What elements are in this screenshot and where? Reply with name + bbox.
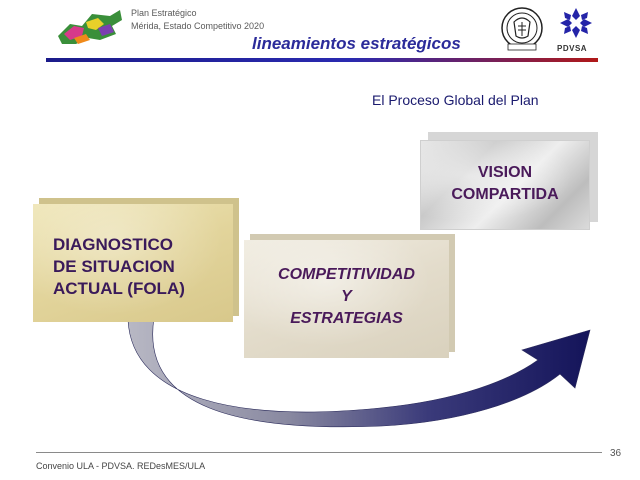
competitividad-line: ESTRATEGIAS [290, 310, 403, 327]
diagnostico-line: ACTUAL (FOLA) [53, 279, 185, 298]
diagnostico-line: DIAGNOSTICO [53, 235, 173, 254]
competitividad-line: COMPETITIVIDAD [278, 266, 415, 283]
competitividad-box: COMPETITIVIDAD Y ESTRATEGIAS [244, 240, 449, 358]
pdvsa-logo-icon [560, 8, 592, 38]
slide-title: lineamientos estratégicos [252, 34, 461, 53]
footer-credit: Convenio ULA - PDVSA. REDesMES/ULA [36, 461, 206, 471]
header-divider [46, 58, 598, 62]
process-arrow-icon [127, 317, 591, 428]
competitividad-line: Y [341, 288, 352, 305]
diagnostico-box: DIAGNOSTICO DE SITUACION ACTUAL (FOLA) [33, 204, 233, 322]
vision-box: VISION COMPARTIDA [420, 140, 590, 230]
page-number: 36 [610, 448, 622, 459]
footer-divider [36, 452, 602, 453]
vision-line: COMPARTIDA [451, 186, 559, 203]
pdvsa-label: PDVSA [557, 44, 588, 53]
header-plan-subtitle: Mérida, Estado Competitivo 2020 [131, 21, 265, 31]
vision-line: VISION [477, 164, 533, 181]
university-seal-icon [501, 7, 543, 51]
process-subtitle: El Proceso Global del Plan [372, 92, 539, 108]
diagnostico-text: DIAGNOSTICO DE SITUACION ACTUAL (FOLA) [53, 234, 185, 300]
vision-text: VISION COMPARTIDA [420, 162, 590, 206]
diagnostico-line: DE SITUACION [53, 257, 175, 276]
header-plan-title: Plan Estratégico [131, 8, 197, 18]
map-logo-icon [58, 10, 122, 44]
competitividad-text: COMPETITIVIDAD Y ESTRATEGIAS [244, 264, 449, 330]
